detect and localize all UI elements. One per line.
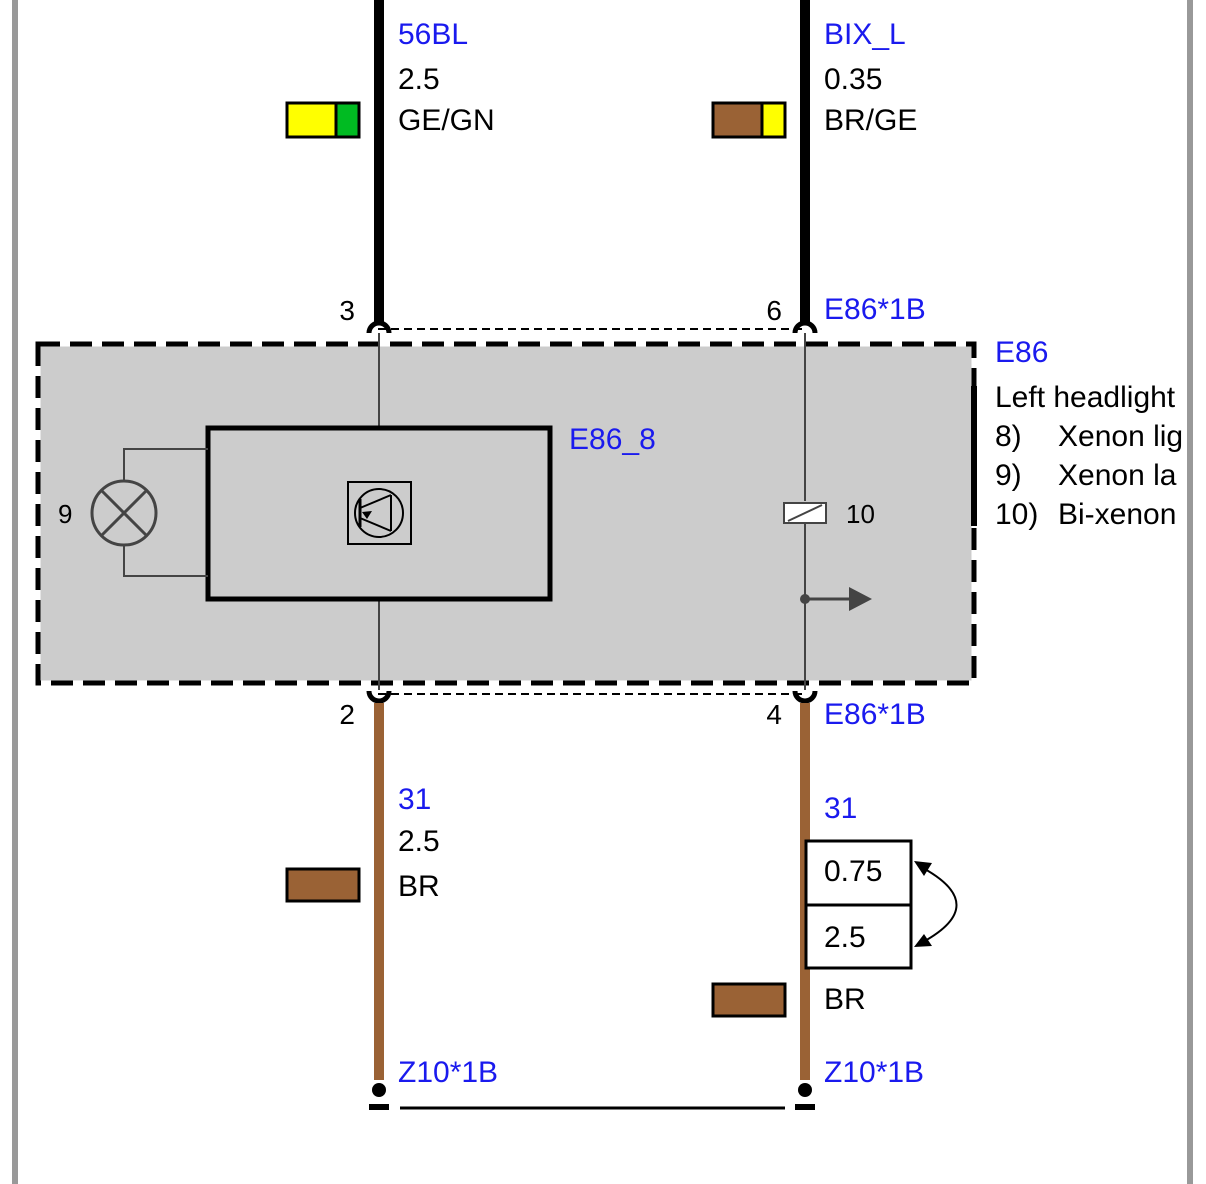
wire-color-code-bottom-right: BR [824,983,866,1016]
transistor-icon [347,481,412,545]
wire-signal-bix-l: BIX_L [824,18,906,51]
pin-2-terminal [366,690,392,704]
xenon-lamp-icon [90,479,158,547]
cross-section-option-1: 0.75 [824,855,882,888]
wire-cross-section-top-right: 0.35 [824,63,882,96]
pin-6-terminal [792,320,818,334]
right-page-border [1187,0,1193,1184]
module-label-e86-8: E86_8 [569,423,656,456]
pin-number-6: 6 [766,295,782,326]
ground-point-left[interactable] [369,1083,389,1110]
color-swatch-br-ge [711,101,787,139]
color-swatch-ge-gn [285,101,361,139]
wire-color-code-top-left: GE/GN [398,104,495,137]
pin-number-4: 4 [766,699,782,730]
connector-label-bottom: E86*1B [824,698,926,731]
left-page-border [12,0,18,1184]
swap-arrow-icon [914,861,958,947]
cross-section-option-2: 2.5 [824,921,866,954]
wire-color-code-top-right: BR/GE [824,104,917,137]
cross-section-option-box-2[interactable] [804,903,913,970]
actuator-arrow-icon [800,587,872,611]
wire-signal-56bl: 56BL [398,18,468,51]
wire-signal-31-right: 31 [824,792,857,825]
legend-text-9: Xenon la [1058,459,1177,492]
solenoid-coil-icon [783,502,827,524]
color-swatch-br-left [285,867,361,903]
legend-text-10: Bi-xenon [1058,498,1176,531]
ground-point-right[interactable] [795,1083,815,1110]
legend-num-9: 9) [995,459,1022,492]
wire-cross-section-top-left: 2.5 [398,63,440,96]
xenon-control-module[interactable] [205,425,553,602]
pin-number-2: 2 [339,699,355,730]
wire-cross-section-bottom-left: 2.5 [398,825,440,858]
color-swatch-br-right [711,982,787,1018]
ground-label-left: Z10*1B [398,1056,498,1089]
pin-number-3: 3 [339,295,355,326]
wire-color-code-bottom-left: BR [398,870,440,903]
lamp-number: 9 [58,499,72,529]
cross-section-option-box-1[interactable] [804,839,913,907]
pin-3-terminal [366,320,392,334]
legend-text-8: Xenon lig [1058,420,1183,453]
component-title: Left headlight [995,381,1176,414]
legend-num-8: 8) [995,420,1022,453]
component-id: E86 [995,336,1048,369]
legend-num-10: 10) [995,498,1038,531]
connector-label-top: E86*1B [824,293,926,326]
wire-signal-31-left: 31 [398,783,431,816]
coil-number: 10 [846,499,875,529]
ground-label-right: Z10*1B [824,1056,924,1089]
pin-4-terminal [792,690,818,704]
